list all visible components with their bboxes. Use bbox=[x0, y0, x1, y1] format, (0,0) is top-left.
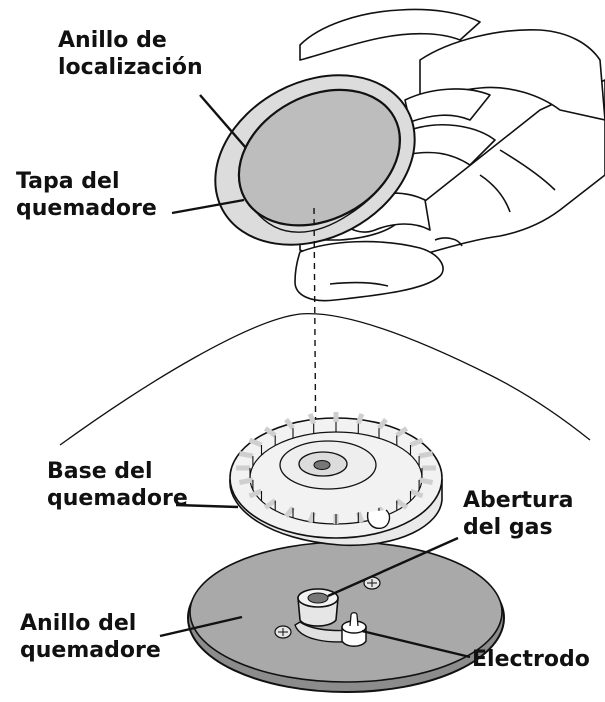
burner-base-drawing bbox=[229, 412, 443, 547]
burner-port-slot bbox=[355, 511, 365, 523]
burner-port-slot bbox=[307, 511, 317, 523]
label-gas-opening-line2: del gas bbox=[463, 515, 553, 540]
label-electrode: Electrodo bbox=[472, 646, 590, 673]
leader-lines bbox=[159, 94, 471, 659]
leader-locating-ring bbox=[199, 94, 247, 149]
burner-port-slot bbox=[377, 417, 388, 430]
label-locating-ring-line2: localización bbox=[58, 55, 203, 80]
label-burner-base-line2: quemadore bbox=[47, 486, 188, 511]
leader-burner-cap bbox=[171, 198, 245, 215]
burner-port-slot bbox=[409, 488, 424, 499]
burner-port-slot bbox=[409, 437, 424, 448]
label-burner-cap-line2: quemadore bbox=[16, 196, 157, 221]
burner-port-slot bbox=[238, 477, 254, 485]
label-gas-opening-line1: Abertura bbox=[463, 488, 574, 513]
burner-port-slot bbox=[395, 426, 409, 438]
burner-port-slot bbox=[418, 451, 434, 459]
burner-ring-drawing bbox=[187, 541, 505, 693]
hand-illustration bbox=[294, 8, 605, 302]
burner-cap-drawing bbox=[214, 74, 416, 246]
label-burner-base: Base del quemadore bbox=[47, 458, 188, 512]
callout-arc bbox=[59, 312, 591, 446]
leader-gas-opening bbox=[327, 536, 459, 598]
leader-burner-ring bbox=[159, 615, 243, 638]
label-burner-ring-line1: Anillo del bbox=[20, 611, 137, 636]
burner-port-slot bbox=[263, 426, 277, 438]
burner-port-slot bbox=[355, 413, 365, 425]
label-burner-cap-line1: Tapa del bbox=[16, 169, 120, 194]
burner-port-slot bbox=[284, 417, 295, 430]
label-burner-ring: Anillo del quemadore bbox=[20, 610, 161, 664]
label-locating-ring-line1: Anillo de bbox=[58, 28, 167, 53]
label-burner-ring-line2: quemadore bbox=[20, 638, 161, 663]
burner-port-slot bbox=[263, 498, 277, 510]
burner-port-slot bbox=[418, 477, 434, 485]
label-burner-base-line1: Base del bbox=[47, 459, 153, 484]
leader-burner-base bbox=[175, 503, 239, 509]
burner-port-slot bbox=[248, 437, 263, 448]
burner-port-slot bbox=[395, 498, 409, 510]
label-electrode-line1: Electrodo bbox=[472, 647, 590, 672]
burner-port-slot bbox=[248, 488, 263, 499]
burner-port-slot bbox=[284, 506, 295, 519]
burner-port-slot bbox=[307, 413, 317, 425]
label-gas-opening: Abertura del gas bbox=[463, 487, 573, 541]
burner-port-slot bbox=[238, 451, 254, 459]
leader-electrode bbox=[361, 629, 471, 659]
label-locating-ring: Anillo de localización bbox=[58, 27, 203, 81]
label-burner-cap: Tapa del quemadore bbox=[16, 168, 157, 222]
